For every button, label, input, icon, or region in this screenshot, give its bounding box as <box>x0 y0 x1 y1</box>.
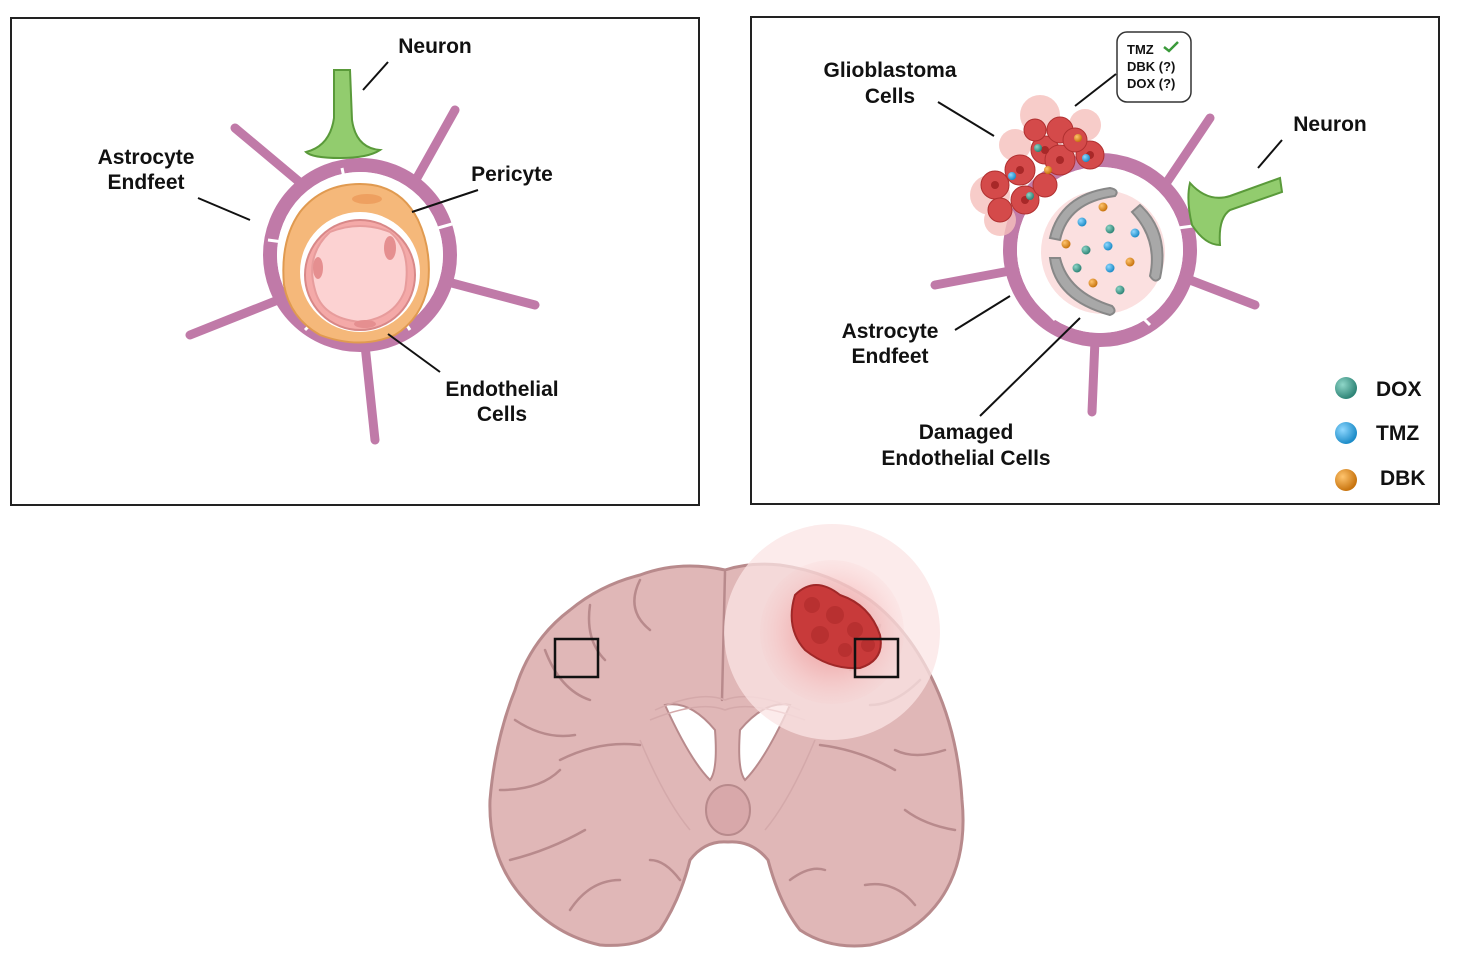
astrocyte-endfeet-ring <box>263 158 457 352</box>
label-pericyte: Pericyte <box>471 163 553 186</box>
astrocyte-process <box>360 340 380 445</box>
astrocyte-process <box>1185 275 1260 310</box>
label-damaged-endothelial: Endothelial Cells <box>881 447 1050 470</box>
legend-dbk-label: DBK <box>1380 467 1426 490</box>
pericyte-nucleus <box>352 194 382 204</box>
legend-tmz-label: TMZ <box>1376 422 1419 445</box>
neuron-terminal <box>304 69 383 160</box>
right-leader-lines <box>937 73 1283 417</box>
legend-dox-swatch <box>1335 377 1357 399</box>
callout-tmz: TMZ <box>1127 42 1154 57</box>
astrocyte-process <box>1087 335 1100 417</box>
astrocyte-process <box>443 277 540 310</box>
tumor-texture <box>804 597 875 657</box>
label-glioblastoma-cells: Cells <box>865 85 915 108</box>
neuron-terminal <box>1187 176 1284 247</box>
endothelial-nucleus <box>384 236 396 260</box>
legend-dbk-swatch <box>1335 469 1357 491</box>
endothelial-nucleus <box>354 320 376 328</box>
astrocyte-process <box>1160 113 1215 190</box>
label-glioblastoma: Glioblastoma <box>823 59 956 82</box>
left-leader-lines <box>197 61 479 373</box>
callout-dox: DOX (?) <box>1127 76 1175 91</box>
label-astrocyte-right: Astrocyte <box>842 320 939 343</box>
label-damaged: Damaged <box>919 421 1014 444</box>
left-panel: Neuron Astrocyte Endfeet Pericyte Endoth… <box>10 17 700 506</box>
label-astrocyte: Astrocyte <box>98 146 195 169</box>
vessel-lumen <box>311 225 408 324</box>
label-neuron: Neuron <box>398 35 472 58</box>
astrocyte-process <box>230 123 308 190</box>
tumor-region-marker <box>853 637 900 679</box>
healthy-region-marker <box>553 637 600 679</box>
legend-dox-label: DOX <box>1376 378 1422 401</box>
drug-particles <box>1061 202 1140 295</box>
astrocyte-process <box>185 295 283 340</box>
legend: DOX TMZ DBK <box>1335 377 1426 491</box>
callout-dbk: DBK (?) <box>1127 59 1175 74</box>
right-panel: TMZ DBK (?) DOX (?) Glioblastoma Cells N… <box>750 16 1440 505</box>
thalamus <box>705 784 751 836</box>
astrocyte-process <box>930 265 1020 290</box>
label-cells: Cells <box>477 403 527 426</box>
damaged-endothelial-cells <box>1048 186 1164 317</box>
brain-section <box>488 524 965 948</box>
endothelial-nucleus <box>313 257 323 279</box>
label-endfeet: Endfeet <box>107 171 184 194</box>
left-ventricle <box>663 703 717 782</box>
drug-callout-box <box>1116 31 1192 103</box>
label-endothelial: Endothelial <box>445 378 558 401</box>
label-endfeet-right: Endfeet <box>851 345 928 368</box>
legend-tmz-swatch <box>1335 422 1357 444</box>
label-neuron-right: Neuron <box>1293 113 1367 136</box>
glioblastoma-cluster <box>970 95 1105 236</box>
astrocyte-process <box>408 105 460 190</box>
check-icon <box>1163 41 1179 53</box>
